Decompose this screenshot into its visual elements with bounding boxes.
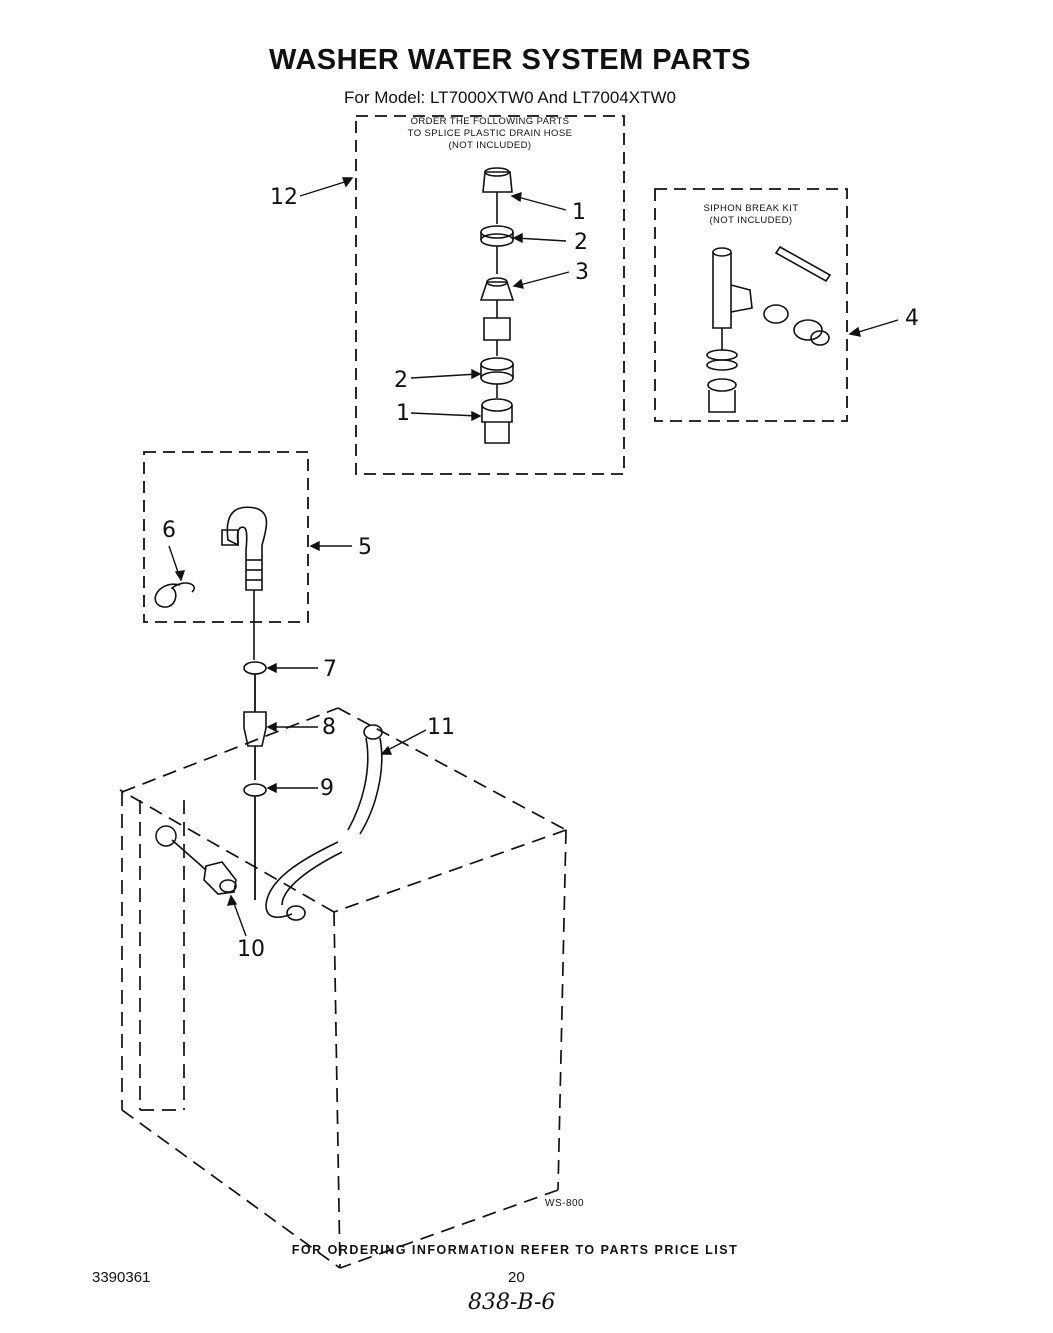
callout-10: 10 [237, 937, 265, 962]
siphon-note-line: SIPHON BREAK KIT [703, 203, 799, 214]
figure-code: WS-800 [545, 1198, 585, 1209]
siphon-box-note: SIPHON BREAK KIT (NOT INCLUDED) [655, 203, 847, 227]
callout-3: 3 [575, 260, 589, 285]
siphon-note-line: (NOT INCLUDED) [709, 215, 793, 226]
clamp-7 [243, 661, 267, 675]
inlet-port [155, 825, 177, 847]
page-number: 20 [508, 1269, 525, 1286]
clamp-9 [243, 783, 267, 797]
callout-1: 1 [572, 200, 586, 225]
splice-note-line: ORDER THE FOLLOWING PARTS [410, 116, 570, 127]
callout-9: 9 [320, 776, 334, 801]
inlet-hose [347, 737, 383, 835]
splice-kit-box [355, 115, 625, 475]
callout-7: 7 [323, 657, 337, 682]
drain-hose-box [143, 451, 309, 623]
connector-8 [243, 711, 267, 747]
splice-box-note: ORDER THE FOLLOWING PARTS TO SPLICE PLAS… [356, 116, 624, 152]
callout-1: 1 [396, 401, 410, 426]
callout-5: 5 [358, 535, 372, 560]
drain-hose [221, 506, 268, 660]
splice-note-line: TO SPLICE PLASTIC DRAIN HOSE [407, 128, 573, 139]
callout-11: 11 [427, 715, 455, 740]
water-pump [171, 839, 237, 895]
callout-2: 2 [394, 368, 408, 393]
callout-8: 8 [322, 715, 336, 740]
callout-4: 4 [905, 306, 919, 331]
handwritten-note: 838-B-6 [468, 1290, 556, 1315]
siphon-kit-box [654, 188, 848, 422]
document-number: 3390361 [92, 1269, 151, 1286]
model-subtitle: For Model: LT7000XTW0 And LT7004XTW0 [344, 88, 676, 107]
callout-2: 2 [574, 230, 588, 255]
callout-6: 6 [162, 518, 176, 543]
splice-parts [479, 167, 515, 444]
hose-clip [154, 582, 195, 608]
footer-note: FOR ORDERING INFORMATION REFER TO PARTS … [291, 1243, 739, 1257]
washer-cabinet [119, 707, 567, 1269]
callout-12: 12 [270, 185, 298, 210]
page-title: WASHER WATER SYSTEM PARTS [269, 44, 751, 76]
splice-note-line: (NOT INCLUDED) [448, 140, 532, 151]
internal-drain-hose [265, 841, 343, 919]
siphon-break-parts [706, 245, 832, 413]
